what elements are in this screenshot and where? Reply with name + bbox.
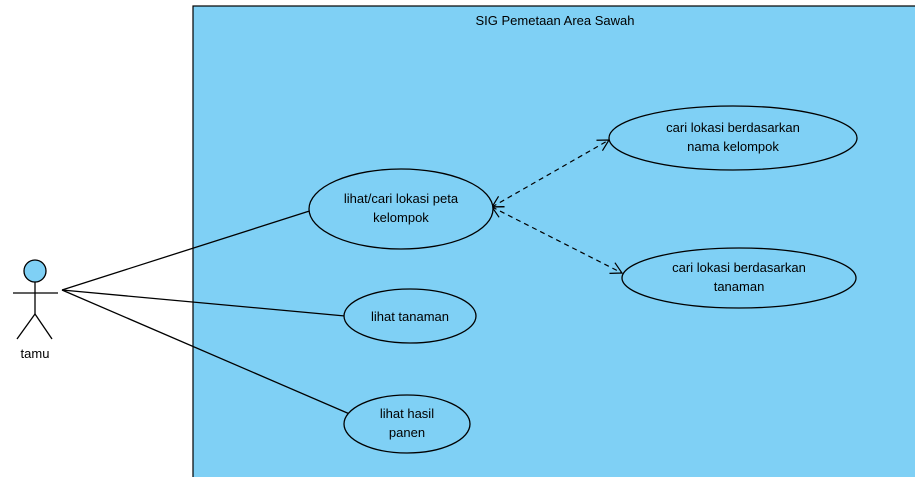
use-case-label-line-1: cari lokasi berdasarkan bbox=[672, 260, 806, 275]
use-case-label-line-2: kelompok bbox=[373, 210, 429, 225]
dependency-arrow-cari-kelompok bbox=[490, 139, 611, 208]
actor-left-leg bbox=[16, 313, 36, 340]
use-case-ellipse bbox=[308, 168, 494, 250]
use-case-ellipse bbox=[621, 247, 857, 309]
use-case-ellipse bbox=[608, 105, 858, 171]
actor-name-label: tamu bbox=[21, 346, 50, 361]
dependency-arrow-cari-tanaman bbox=[490, 206, 624, 274]
use-case-ellipse bbox=[343, 394, 471, 454]
use-case-label-line-2: nama kelompok bbox=[687, 139, 779, 154]
use-case-label-line-1: lihat tanaman bbox=[371, 309, 449, 324]
use-case-label-line-1: lihat hasil bbox=[380, 406, 434, 421]
association-line-lihat-hasil bbox=[61, 289, 353, 416]
association-line-lihat-cari bbox=[61, 206, 323, 291]
system-title: SIG Pemetaan Area Sawah bbox=[476, 13, 635, 28]
use-case-cari-berdasarkan-tanaman[interactable]: cari lokasi berdasarkan tanaman bbox=[621, 247, 857, 309]
use-case-ellipse bbox=[343, 288, 477, 344]
dependencies bbox=[490, 139, 624, 274]
system-boundary: SIG Pemetaan Area Sawah bbox=[192, 5, 915, 477]
system-boundary-rect bbox=[192, 5, 915, 477]
actor-tamu[interactable]: tamu bbox=[13, 259, 58, 361]
use-case-label-line-2: panen bbox=[389, 425, 425, 440]
use-case-lihat-tanaman[interactable]: lihat tanaman bbox=[343, 288, 477, 344]
actor-head-icon bbox=[23, 259, 47, 283]
use-case-lihat-cari-lokasi[interactable]: lihat/cari lokasi peta kelompok bbox=[308, 168, 494, 250]
use-case-label-line-1: lihat/cari lokasi peta bbox=[344, 191, 459, 206]
use-case-label-line-1: cari lokasi berdasarkan bbox=[666, 120, 800, 135]
use-case-label-line-2: tanaman bbox=[714, 279, 765, 294]
use-case-lihat-hasil-panen[interactable]: lihat hasil panen bbox=[343, 394, 471, 454]
association-line-lihat-tanaman bbox=[61, 289, 346, 317]
actor-right-leg bbox=[34, 313, 53, 340]
associations bbox=[61, 206, 353, 416]
use-case-cari-berdasarkan-kelompok[interactable]: cari lokasi berdasarkan nama kelompok bbox=[608, 105, 858, 171]
